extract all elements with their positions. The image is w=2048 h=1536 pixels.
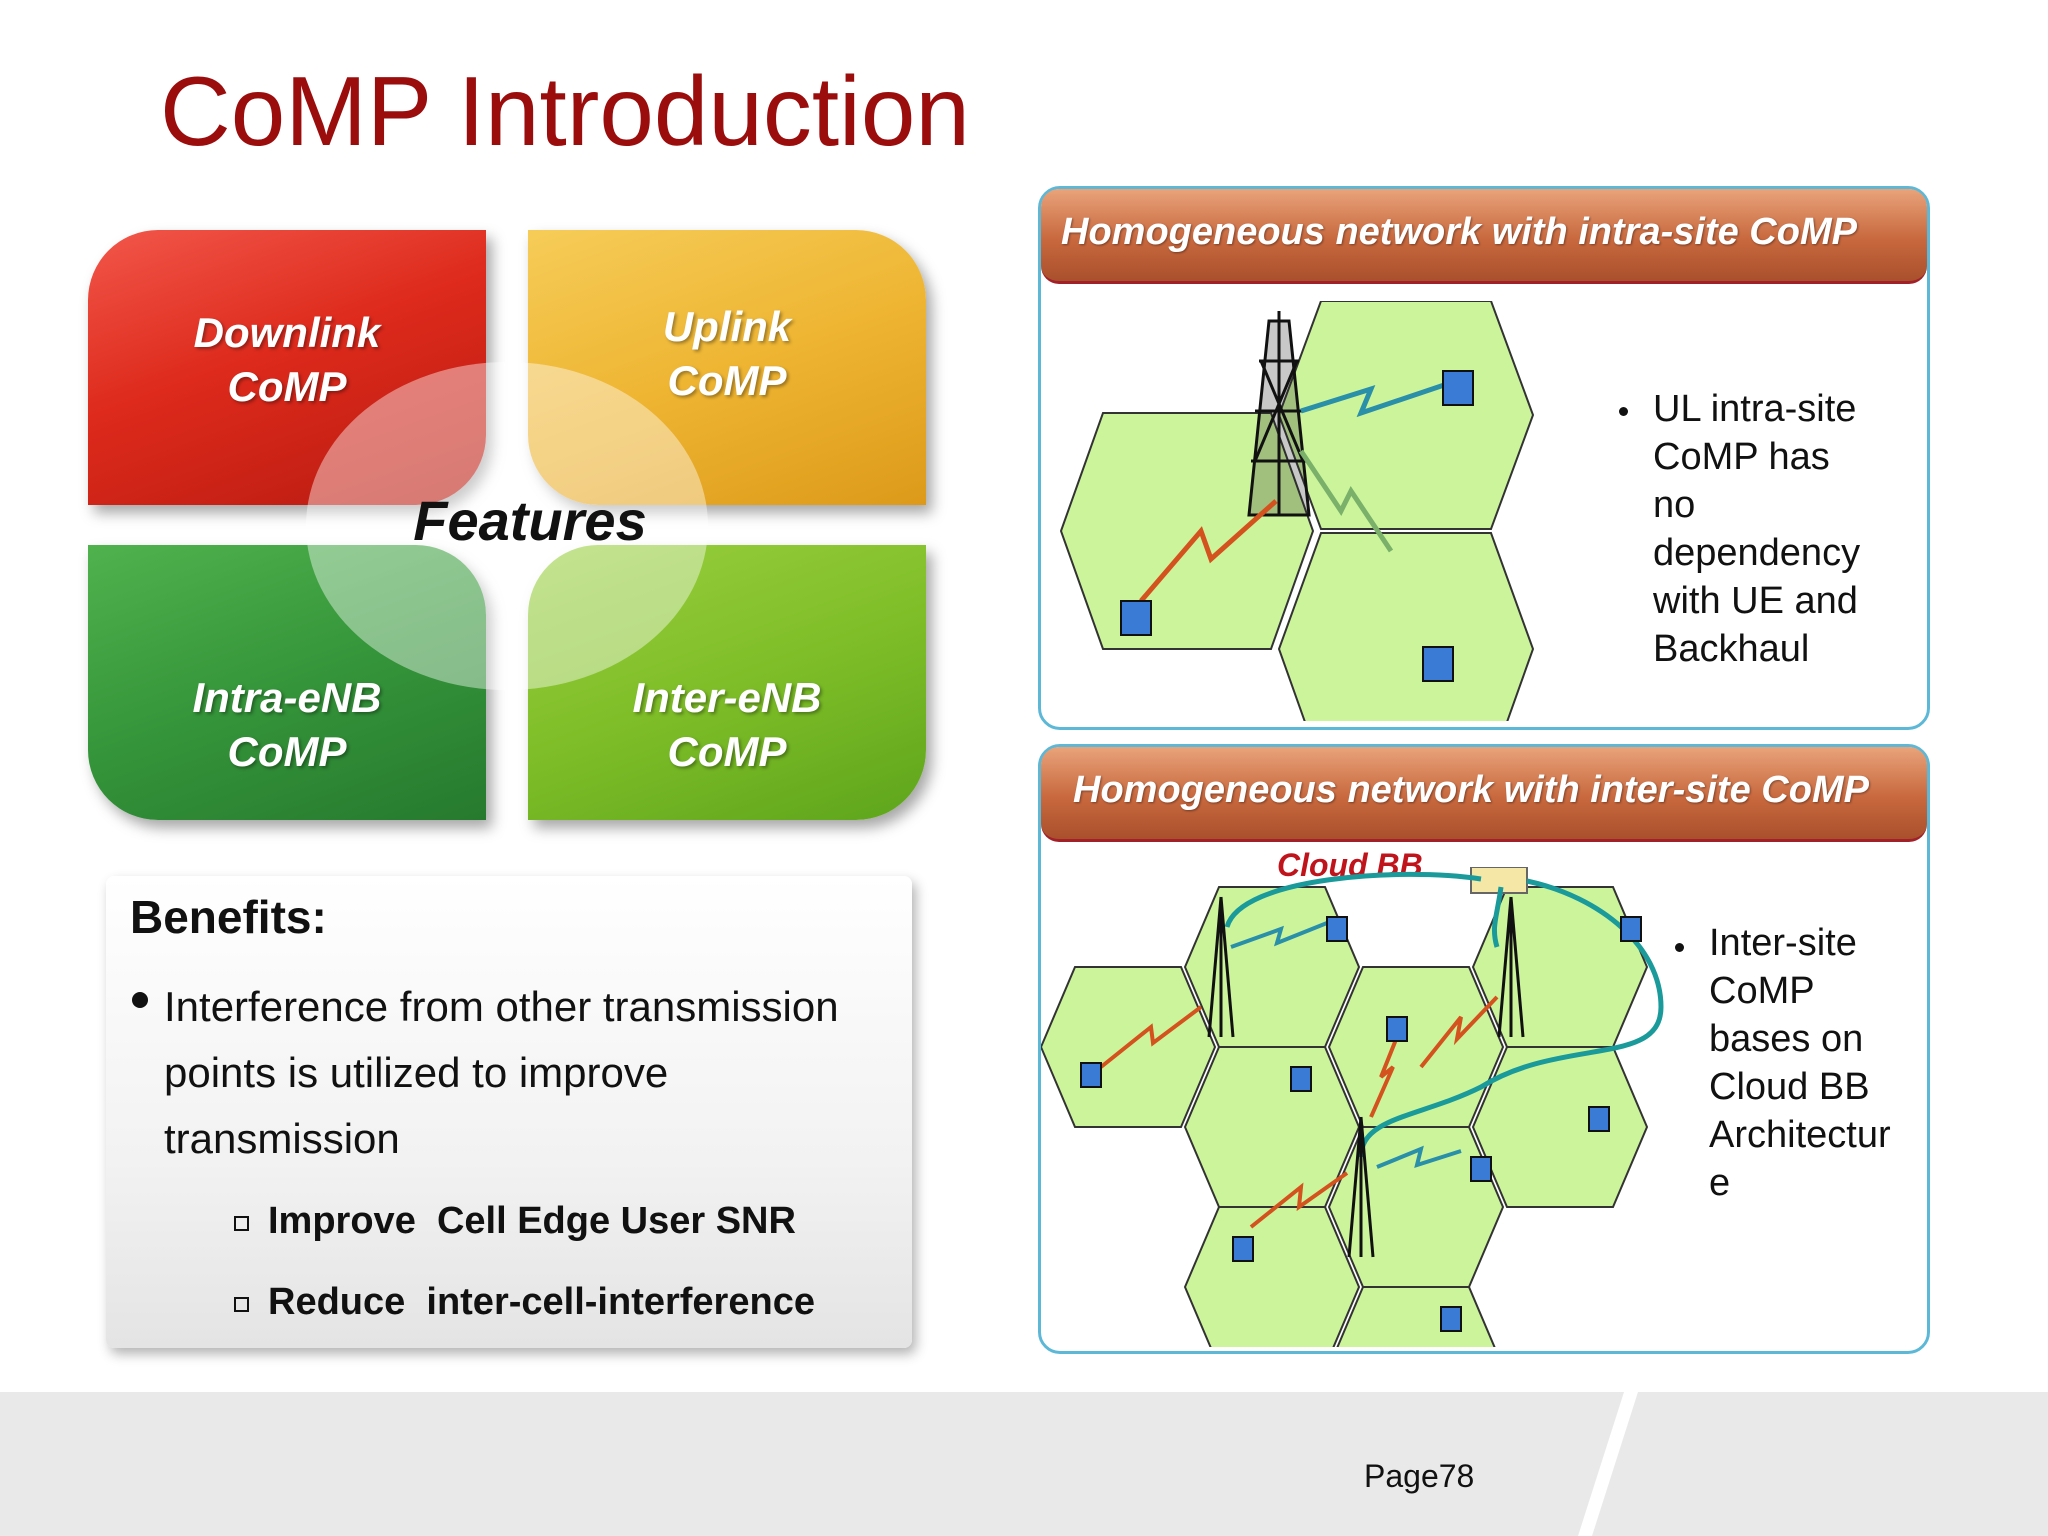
downlink-label-line1: Downlink [193,309,381,356]
tower-icon [1347,1116,1375,1258]
radio-link [1249,1171,1349,1229]
benefits-box: Benefits: Interference from other transm… [106,876,912,1348]
inter-site-bullet: Inter-site CoMP bases on Cloud BB Archit… [1709,922,1891,1204]
benefits-bullet-text: Interference from other transmission poi… [164,983,839,1162]
intra-site-panel-header: Homogeneous network with intra-site CoMP [1041,189,1927,284]
benefits-title: Benefits: [130,891,327,943]
inter-site-network-diagram [1041,867,1664,1347]
cell-hexagon [1471,1046,1649,1208]
features-center-ellipse [306,362,708,690]
tower-icon [1247,311,1311,517]
square-bullet-icon [234,1216,249,1231]
inter-enb-comp-tile: Inter-eNB CoMP [528,545,926,820]
bullet-dot-icon [1619,407,1628,416]
radio-link [1419,995,1499,1069]
tower-icon [1497,896,1525,1038]
downlink-comp-tile: Downlink CoMP [88,230,486,505]
footer-bar [0,1392,2048,1536]
intra-enb-comp-tile: Intra-eNB CoMP [88,545,486,820]
intra-enb-label-line2: CoMP [227,728,347,775]
uplink-label-line1: Uplink [662,303,792,350]
radio-link [1369,1036,1399,1118]
page-number: Page78 [1364,1458,1475,1494]
bullet-dot-icon [132,992,148,1008]
intra-site-network-diagram [1059,301,1535,721]
intra-site-panel: Homogeneous network with intra-site CoMP… [1038,186,1930,730]
tower-icon [1207,896,1235,1038]
inter-site-panel-title: Homogeneous network with inter-site CoMP [1073,769,1869,811]
inter-site-panel-header: Homogeneous network with inter-site CoMP [1041,747,1927,842]
radio-link [1298,449,1394,553]
footer-divider [1578,1392,1638,1536]
slide-title: CoMP Introduction [160,56,970,166]
inter-enb-label-line1: Inter-eNB [632,674,822,721]
features-label: Features [413,489,647,552]
radio-link [1376,1145,1462,1169]
benefit-sub-item: Reduce inter-cell-interference [268,1281,815,1323]
square-bullet-icon [234,1297,249,1312]
cell-hexagon [1277,532,1535,721]
radio-link [1230,921,1328,949]
cell-hexagon [1277,301,1535,530]
intra-enb-label-line1: Intra-eNB [192,674,382,721]
radio-link [1099,1005,1203,1069]
cell-hexagon [1183,1206,1361,1347]
cell-hexagon [1059,412,1315,650]
inter-enb-label-line2: CoMP [667,728,787,775]
downlink-label-line2: CoMP [227,363,347,410]
bullet-dot-icon [1675,943,1684,952]
benefit-sub-item: Improve Cell Edge User SNR [268,1200,796,1242]
cell-hexagon [1327,966,1505,1128]
ue-device-icon [1120,370,1474,682]
uplink-label-line2: CoMP [667,357,787,404]
inter-site-panel: Homogeneous network with inter-site CoMP… [1038,744,1930,1354]
radio-link [1300,378,1457,418]
uplink-comp-tile: Uplink CoMP [528,230,926,505]
radio-link [1139,499,1278,603]
ue-device-icon [1080,916,1642,1332]
intra-site-bullet: UL intra-site CoMP has no dependency wit… [1653,388,1861,670]
intra-site-panel-title: Homogeneous network with intra-site CoMP [1061,211,1857,253]
